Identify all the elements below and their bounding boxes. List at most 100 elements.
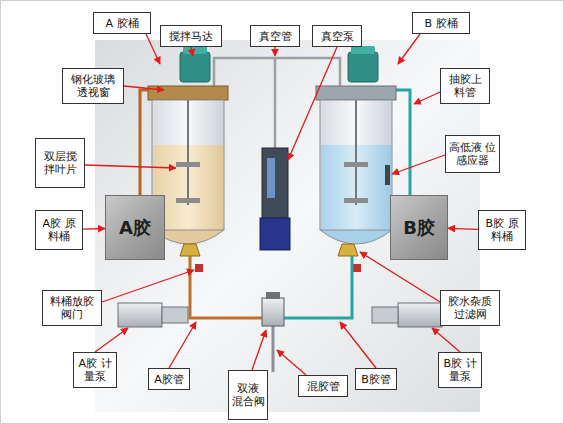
callout-label: 搅拌马达	[169, 30, 213, 43]
callout-box: 真空泵	[312, 25, 362, 47]
vacuum-pump-motor	[260, 218, 290, 250]
callout-box: 胶水杂质 过滤网	[440, 290, 500, 326]
leader-line	[392, 155, 445, 174]
a-metering-pump-head	[162, 307, 188, 323]
leader-line	[252, 330, 266, 370]
background-panel	[95, 40, 480, 412]
callout-box: 抽胶上 料管	[440, 68, 490, 104]
stir-shaft	[187, 100, 189, 205]
callout-arrow	[448, 228, 478, 230]
a-metering-pump	[118, 303, 162, 327]
level-sensor	[385, 165, 390, 185]
leader-line	[191, 47, 193, 56]
callout-box: 双液 混合阀	[228, 370, 268, 420]
callout-box: 搅拌马达	[160, 25, 222, 47]
callout-label: B胶管	[361, 373, 391, 386]
leader-line	[95, 328, 128, 352]
callout-box: A胶管	[148, 368, 190, 390]
callout-label: A胶 计量泵	[76, 357, 114, 383]
tank-bottom	[320, 230, 392, 244]
callout-box: B 胶桶	[412, 12, 470, 34]
callout-box: B胶 计量泵	[438, 352, 482, 388]
leader-line	[85, 165, 176, 168]
callout-label: A胶 原料桶	[38, 217, 80, 243]
stir-blade	[344, 162, 368, 167]
tank-lid	[316, 86, 396, 100]
callout-label: A胶管	[154, 373, 184, 386]
leader-line	[102, 270, 194, 302]
callout-label: 抽胶上 料管	[443, 73, 487, 99]
tank-lid	[148, 86, 228, 100]
leader-line	[398, 34, 420, 64]
callout-label: 胶水杂质 过滤网	[443, 295, 497, 321]
filter-y	[180, 244, 200, 256]
callout-label: A 胶桶	[105, 17, 138, 30]
callout-label: 真空管	[259, 30, 292, 43]
filter-y	[338, 244, 358, 256]
vacuum-pump	[262, 148, 288, 218]
callout-box: 高低液 位感应器	[445, 135, 500, 173]
drain-valve	[195, 264, 203, 272]
stir-motor	[180, 52, 210, 82]
leader-line	[288, 47, 337, 160]
callout-arrow	[83, 228, 105, 230]
leader-line	[169, 322, 196, 368]
leader-line	[277, 350, 306, 375]
raw-material-barrel: A胶	[105, 195, 165, 260]
callout-box: A 胶桶	[93, 12, 151, 34]
callout-box: 混胶管	[298, 375, 348, 397]
callout-label: 料桶放胶 阀门	[45, 295, 99, 321]
leader-line	[432, 328, 460, 352]
callout-label: 双层搅 拌叶片	[38, 150, 82, 176]
callout-label: 双液 混合阀	[231, 382, 265, 408]
b-tank	[316, 46, 396, 272]
callout-box: B胶管	[355, 368, 397, 390]
callout-label: 真空泵	[321, 30, 354, 43]
leader-line	[340, 322, 376, 368]
vacuum-pump-window	[267, 158, 275, 198]
barrel-label: B胶	[403, 216, 435, 240]
callout-box: B胶 原料桶	[478, 210, 526, 250]
stir-motor-cap	[351, 46, 375, 54]
stir-shaft	[355, 100, 357, 205]
callout-label: B 胶桶	[424, 17, 457, 30]
stir-blade	[176, 198, 200, 203]
drain-valve	[353, 264, 361, 272]
b-metering-pump-head	[372, 307, 398, 323]
callout-label: 钢化玻璃 透视窗	[65, 73, 121, 99]
leader-line	[124, 86, 164, 90]
vacuum-tube	[274, 58, 277, 150]
callout-box: A胶 计量泵	[73, 352, 117, 388]
tank-body	[320, 100, 392, 230]
callout-label: B胶 原料桶	[481, 217, 523, 243]
callout-label: 高低液 位感应器	[448, 141, 497, 167]
callout-box: 钢化玻璃 透视窗	[62, 68, 124, 104]
b-feed-pipe	[392, 90, 410, 196]
stir-blade	[176, 162, 200, 167]
b-glue-pipe	[284, 256, 352, 318]
stir-motor	[348, 52, 378, 82]
leader-line	[274, 47, 275, 56]
callout-box: 料桶放胶 阀门	[42, 290, 102, 326]
callout-box: A胶 原料桶	[35, 210, 83, 250]
leader-line	[414, 92, 440, 104]
leader-lines	[85, 34, 460, 375]
stir-blade	[344, 198, 368, 203]
mixing-valve	[262, 298, 284, 326]
callout-label: B胶 计量泵	[441, 357, 479, 383]
mixing-valve-cap	[266, 292, 280, 299]
a-feed-pipe	[140, 90, 152, 196]
mix-tube	[272, 326, 275, 372]
callout-box: 双层搅 拌叶片	[35, 138, 85, 188]
callout-label: 混胶管	[307, 380, 340, 393]
leader-line	[146, 34, 160, 64]
callout-box: 真空管	[250, 25, 300, 47]
b-metering-pump	[398, 303, 442, 327]
raw-material-barrel: B胶	[390, 195, 448, 260]
barrel-label: A胶	[119, 216, 151, 240]
stir-motor-cap	[183, 46, 207, 54]
a-glue-pipe	[190, 256, 262, 318]
